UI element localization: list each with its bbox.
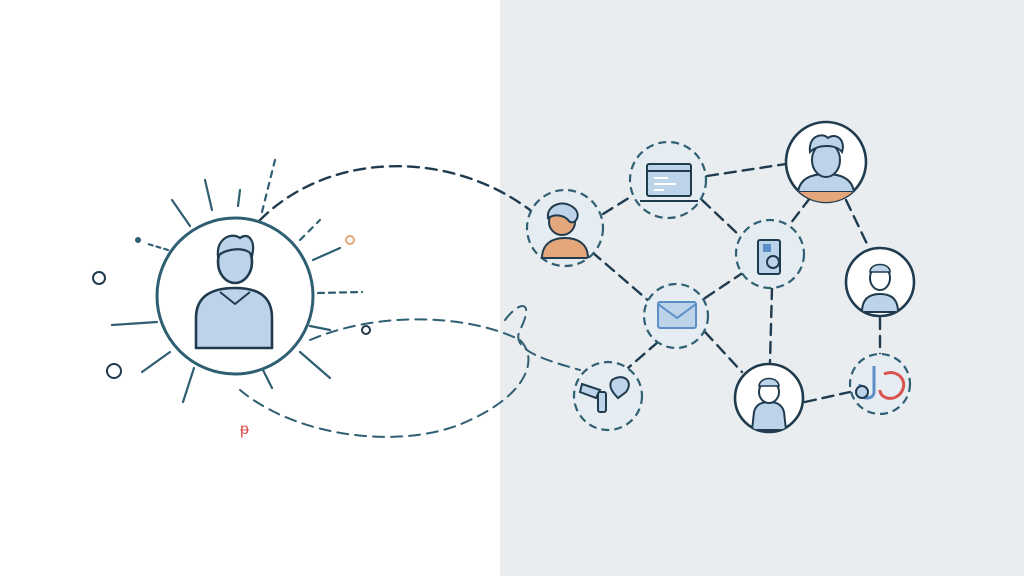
node-envelope	[642, 282, 710, 350]
ray	[298, 350, 332, 380]
central-node: ᵽ	[92, 158, 371, 438]
node-user-3	[784, 120, 868, 204]
ray	[260, 366, 274, 390]
ray	[311, 246, 342, 262]
ray	[236, 188, 242, 208]
central-rays	[110, 158, 364, 404]
edge-envelope-user-bottom	[703, 330, 744, 374]
user-icon	[540, 202, 590, 259]
user-icon	[860, 263, 900, 313]
node-user-8	[733, 362, 805, 434]
node-tools-2	[848, 352, 912, 416]
right-panel	[500, 0, 1024, 576]
ray	[298, 218, 322, 242]
tools-icon	[855, 366, 906, 400]
browser-window-icon	[640, 163, 698, 202]
edge-user-browser	[601, 194, 634, 216]
edge-user-tools-right	[803, 390, 852, 404]
envelope-icon	[657, 301, 697, 329]
node-tools-1	[572, 360, 644, 432]
network-nodes	[525, 120, 916, 434]
ray	[203, 178, 214, 212]
edge-device-user-bottom	[768, 286, 774, 364]
ray	[316, 290, 364, 295]
user-icon	[750, 377, 788, 431]
decor-dot	[345, 235, 355, 245]
node-user-5	[844, 246, 916, 318]
decor-dot	[361, 325, 371, 335]
ray	[308, 324, 332, 332]
connector-central-loop	[239, 318, 530, 438]
device-icon	[757, 239, 781, 275]
edge-user-envelope	[590, 250, 652, 304]
ray	[181, 366, 196, 404]
edge-device-envelope	[700, 270, 746, 302]
node-device	[734, 218, 806, 290]
tools-icon	[578, 376, 630, 413]
decor-dot	[135, 237, 141, 243]
ray	[140, 350, 172, 374]
edge-user-user-right	[844, 198, 870, 248]
ray	[110, 320, 159, 327]
ray	[260, 158, 277, 214]
user-icon	[796, 134, 856, 202]
edge-envelope-tools	[626, 340, 660, 370]
node-user-1	[525, 188, 605, 268]
decor-dot	[106, 363, 122, 379]
node-browser	[628, 140, 708, 220]
connector-central-to-user	[258, 165, 532, 222]
ray	[146, 242, 170, 252]
decor-mark: ᵽ	[240, 421, 249, 438]
decor-dot	[92, 271, 106, 285]
edge-browser-device	[700, 198, 742, 238]
user-icon	[194, 234, 274, 350]
edge-browser-user	[705, 162, 788, 178]
ray	[170, 198, 192, 228]
connector-loop-to-tools	[504, 305, 581, 371]
